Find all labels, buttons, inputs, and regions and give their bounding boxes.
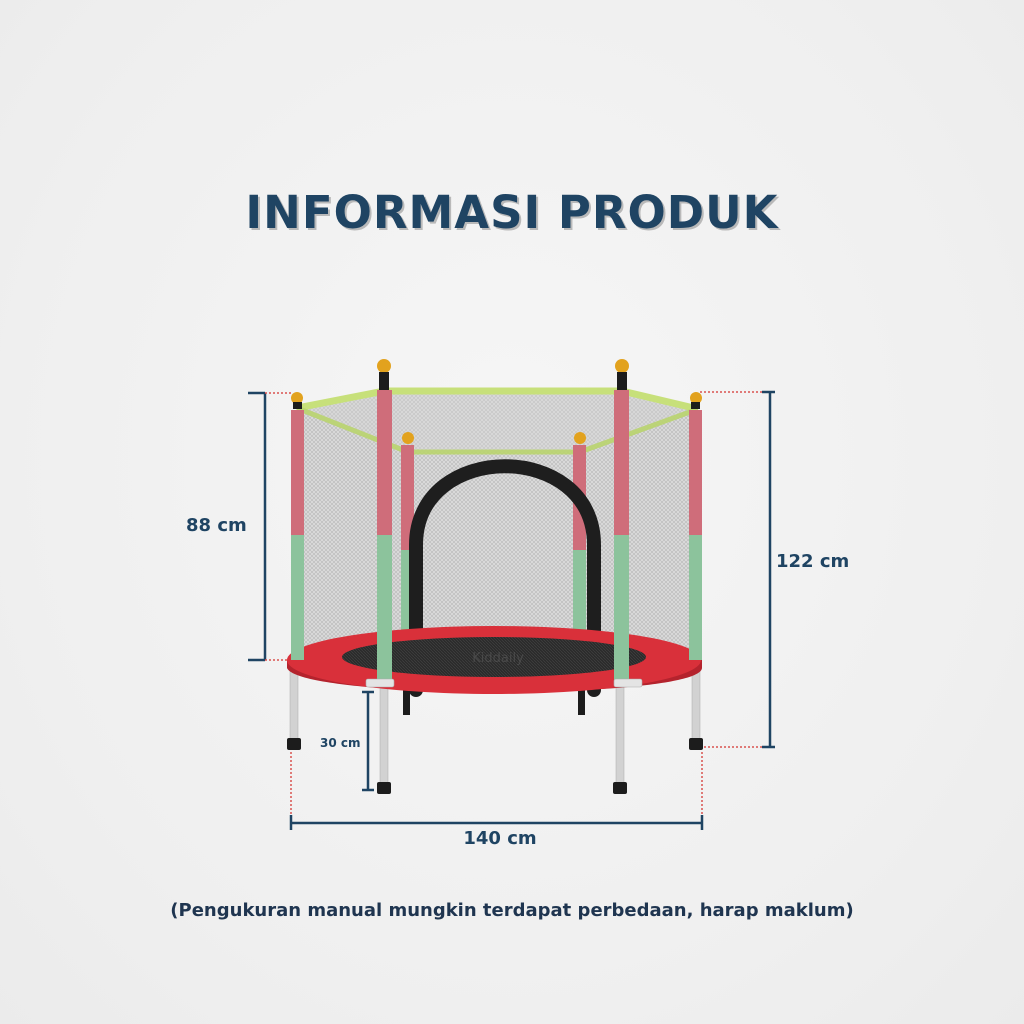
legs xyxy=(287,669,703,794)
measurement-note: (Pengukuran manual mungkin terdapat perb… xyxy=(170,900,854,921)
diameter-label: 140 cm xyxy=(463,828,537,849)
net-height-label: 88 cm xyxy=(186,515,247,536)
diameter-label-row: 140 cm xyxy=(0,828,1024,849)
total-height-label: 122 cm xyxy=(776,551,850,572)
page-title: INFORMASI PRODUK xyxy=(245,186,779,239)
top-rail xyxy=(296,387,699,455)
entry-handle xyxy=(409,459,601,697)
front-poles xyxy=(291,390,702,688)
leg-height-label: 30 cm xyxy=(320,736,361,750)
pole-knobs xyxy=(291,359,702,409)
dimension-lines xyxy=(248,390,775,830)
brand-watermark: Kiddaily xyxy=(472,651,524,666)
